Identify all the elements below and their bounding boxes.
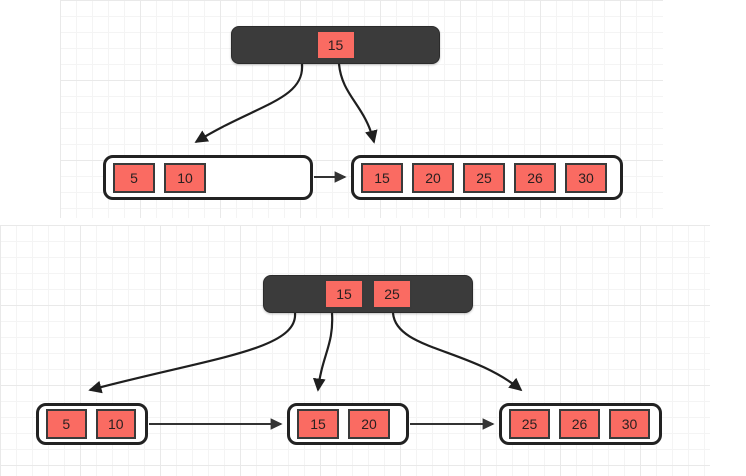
key-cell[interactable]: 25 [463,162,505,193]
key-cell[interactable]: 15 [315,30,356,60]
key-cell[interactable]: 15 [297,409,339,439]
key-cell[interactable]: 10 [164,162,206,193]
key-cell[interactable]: 5 [46,409,87,439]
leaf-node-left-after[interactable]: 5 10 [36,403,148,445]
key-cell[interactable]: 20 [412,162,454,193]
key-cell[interactable]: 30 [565,162,607,193]
key-cell[interactable]: 20 [348,409,390,439]
key-cell[interactable]: 26 [559,409,600,439]
leaf-node-right-before[interactable]: 15 20 25 26 30 [351,155,623,200]
key-cell[interactable]: 25 [372,279,412,309]
key-cell[interactable]: 25 [509,409,550,439]
leaf-node-middle-after[interactable]: 15 20 [287,403,409,445]
key-cell[interactable]: 26 [514,162,556,193]
key-cell[interactable]: 15 [361,162,403,193]
leaf-node-left-before[interactable]: 5 10 [103,155,313,200]
leaf-node-right-after[interactable]: 25 26 30 [499,403,662,445]
key-cell[interactable]: 30 [609,409,650,439]
key-cell[interactable]: 5 [113,162,155,193]
key-cell[interactable]: 10 [95,409,136,439]
internal-node-root-before[interactable]: 15 [231,26,440,64]
internal-node-root-after[interactable]: 15 25 [263,275,473,313]
key-cell[interactable]: 15 [324,279,364,309]
